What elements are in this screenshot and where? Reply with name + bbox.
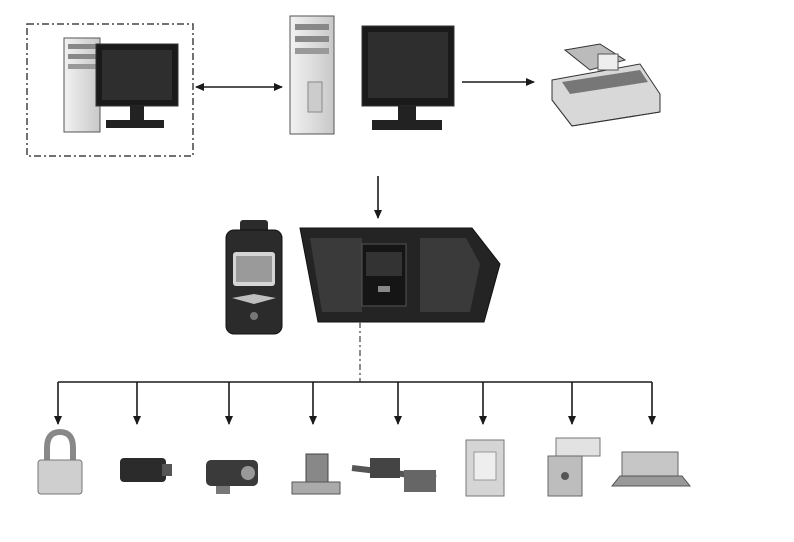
device-3 [291,453,341,495]
device-5 [465,439,505,497]
bracket-lock-icon [291,453,341,495]
communication-base [299,227,501,323]
device-1 [120,458,172,482]
device-6 [547,437,601,497]
handheld-key-reader-icon [225,220,283,335]
desktop-computer-icon [289,15,455,135]
device-4 [351,458,437,492]
plate-lock-icon [610,451,692,487]
wall-box-lock-icon [465,439,505,497]
printer [551,43,661,127]
cylinder-lock-icon [120,458,172,482]
remote-computer [26,23,194,157]
device-drop-arrows [54,382,656,425]
cabinet-lock-icon [547,437,601,497]
device-0 [37,428,83,495]
desktop-computer-icon [63,37,179,133]
motor-lock-icon [206,460,258,494]
handheld-reader [225,220,283,335]
device-2 [206,460,258,494]
bar-lock-icon [351,458,437,492]
device-7 [610,451,692,487]
main-computer [289,15,455,135]
printer-icon [551,43,661,127]
communication-base-station-icon [299,227,501,323]
padlock-icon [37,428,83,495]
